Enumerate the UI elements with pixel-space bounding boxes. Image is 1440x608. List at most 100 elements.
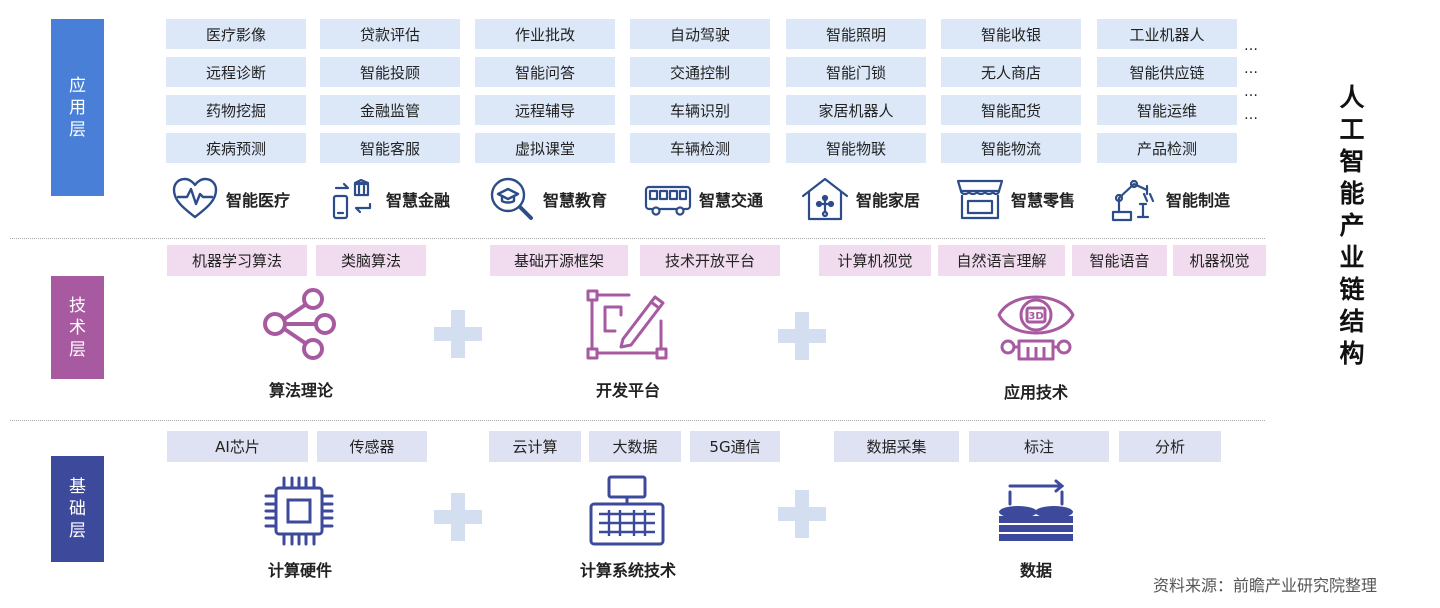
layer-label-tech: 技术层 [51,276,104,379]
vertical-char: 业 [1339,243,1365,272]
vertical-char: 产 [1339,211,1365,240]
chip-icon [264,476,334,546]
tech-tag: 类脑算法 [316,245,426,276]
base-tag: 数据采集 [834,431,959,462]
ellipsis: … [1244,61,1259,77]
heart-pulse-icon [172,177,218,219]
vertical-char: 链 [1339,275,1365,304]
vertical-char: 术 [69,317,86,338]
vertical-char: 用 [69,97,86,118]
app-column-education: 作业批改 智能问答 远程辅导 虚拟课堂 [475,19,615,171]
app-item: 远程诊断 [166,57,306,87]
app-item: 工业机器人 [1097,19,1237,49]
app-column-home: 智能照明 智能门锁 家居机器人 智能物联 [786,19,926,171]
vertical-char: 应 [69,75,86,96]
education-search-icon [490,177,533,220]
app-item: 智能客服 [320,133,460,163]
category-label: 智慧金融 [386,191,451,210]
plus-sign [434,493,482,541]
category-education: 智慧教育 [487,174,607,224]
category-home: 智能家居 [800,174,920,224]
app-item: 智能运维 [1097,95,1237,125]
design-pen-icon [586,289,668,360]
plus-sign [434,310,482,358]
app-item: 贷款评估 [320,19,460,49]
tech-tag: 计算机视觉 [819,245,931,276]
vertical-char: 技 [69,295,86,316]
tech-tag: 机器视觉 [1173,245,1266,276]
tech-tag: 机器学习算法 [167,245,307,276]
vertical-char: 基 [69,477,86,497]
layer-label-app: 应用层 [51,19,104,196]
app-item: 车辆识别 [630,95,770,125]
source-note: 资料来源：前瞻产业研究院整理 [1153,576,1378,595]
plus-sign [778,490,826,538]
app-column-medical: 医疗影像 远程诊断 药物挖掘 疾病预测 [166,19,306,171]
vertical-char: 结 [1339,307,1365,336]
app-item: 自动驾驶 [630,19,770,49]
database-sync-icon [999,479,1073,541]
app-item: 远程辅导 [475,95,615,125]
category-finance: 智慧金融 [330,174,450,224]
base-tag: 云计算 [489,431,581,462]
tech-group-label: 算法理论 [268,381,333,400]
app-item: 智能物联 [786,133,926,163]
category-label: 智能医疗 [226,191,291,210]
tech-group-label: 开发平台 [595,381,660,400]
app-item: 家居机器人 [786,95,926,125]
bus-icon [644,185,692,216]
vertical-char: 层 [69,339,86,360]
plus-sign [778,312,826,360]
app-item: 金融监管 [320,95,460,125]
robot-arm-icon [1111,179,1155,222]
base-group-label: 计算硬件 [267,561,332,580]
layer-label-base: 基础层 [51,456,104,562]
app-item: 智能问答 [475,57,615,87]
base-tag: 标注 [969,431,1109,462]
vertical-char: 智 [1339,147,1365,176]
base-group-label: 数据 [1019,561,1052,580]
share-nodes-icon [263,288,336,360]
base-tag: 5G通信 [690,431,780,462]
app-column-retail: 智能收银 无人商店 智能配货 智能物流 [941,19,1081,171]
base-tag: 分析 [1119,431,1221,462]
vertical-char: 能 [1339,179,1365,208]
app-item: 交通控制 [630,57,770,87]
app-item: 车辆检测 [630,133,770,163]
eye-3d-text: 3D [1028,311,1043,322]
finance-icon [332,178,372,220]
computer-terminal-icon [589,475,665,546]
tech-tag: 智能语音 [1072,245,1167,276]
category-manufacturing: 智能制造 [1110,174,1230,224]
app-item: 产品检测 [1097,133,1237,163]
app-item: 智能门锁 [786,57,926,87]
app-item: 智能照明 [786,19,926,49]
vertical-char: 层 [69,521,86,541]
category-label: 智慧教育 [543,191,608,210]
tech-tag: 技术开放平台 [640,245,780,276]
category-label: 智能家居 [856,191,921,210]
category-retail: 智慧零售 [955,174,1075,224]
app-item: 药物挖掘 [166,95,306,125]
ellipsis: … [1244,107,1259,123]
vertical-char: 层 [69,119,86,140]
app-item: 智能物流 [941,133,1081,163]
ellipsis: … [1244,84,1259,100]
app-item: 智能投顾 [320,57,460,87]
vertical-char: 工 [1339,115,1365,144]
category-label: 智能制造 [1166,191,1231,210]
base-group-label: 计算系统技术 [579,561,676,580]
category-label: 智慧交通 [699,191,764,210]
app-item: 智能收银 [941,19,1081,49]
category-label: 智慧零售 [1011,191,1076,210]
vertical-char: 构 [1339,339,1365,368]
vertical-char: 础 [69,499,86,519]
app-item: 虚拟课堂 [475,133,615,163]
category-traffic: 智慧交通 [643,174,763,224]
tech-tag: 自然语言理解 [938,245,1065,276]
base-tag: AI芯片 [167,431,308,462]
tech-group-label: 应用技术 [1003,383,1068,402]
separator-tech-base [10,420,1265,421]
base-tag: 传感器 [317,431,427,462]
category-medical: 智能医疗 [170,174,290,224]
